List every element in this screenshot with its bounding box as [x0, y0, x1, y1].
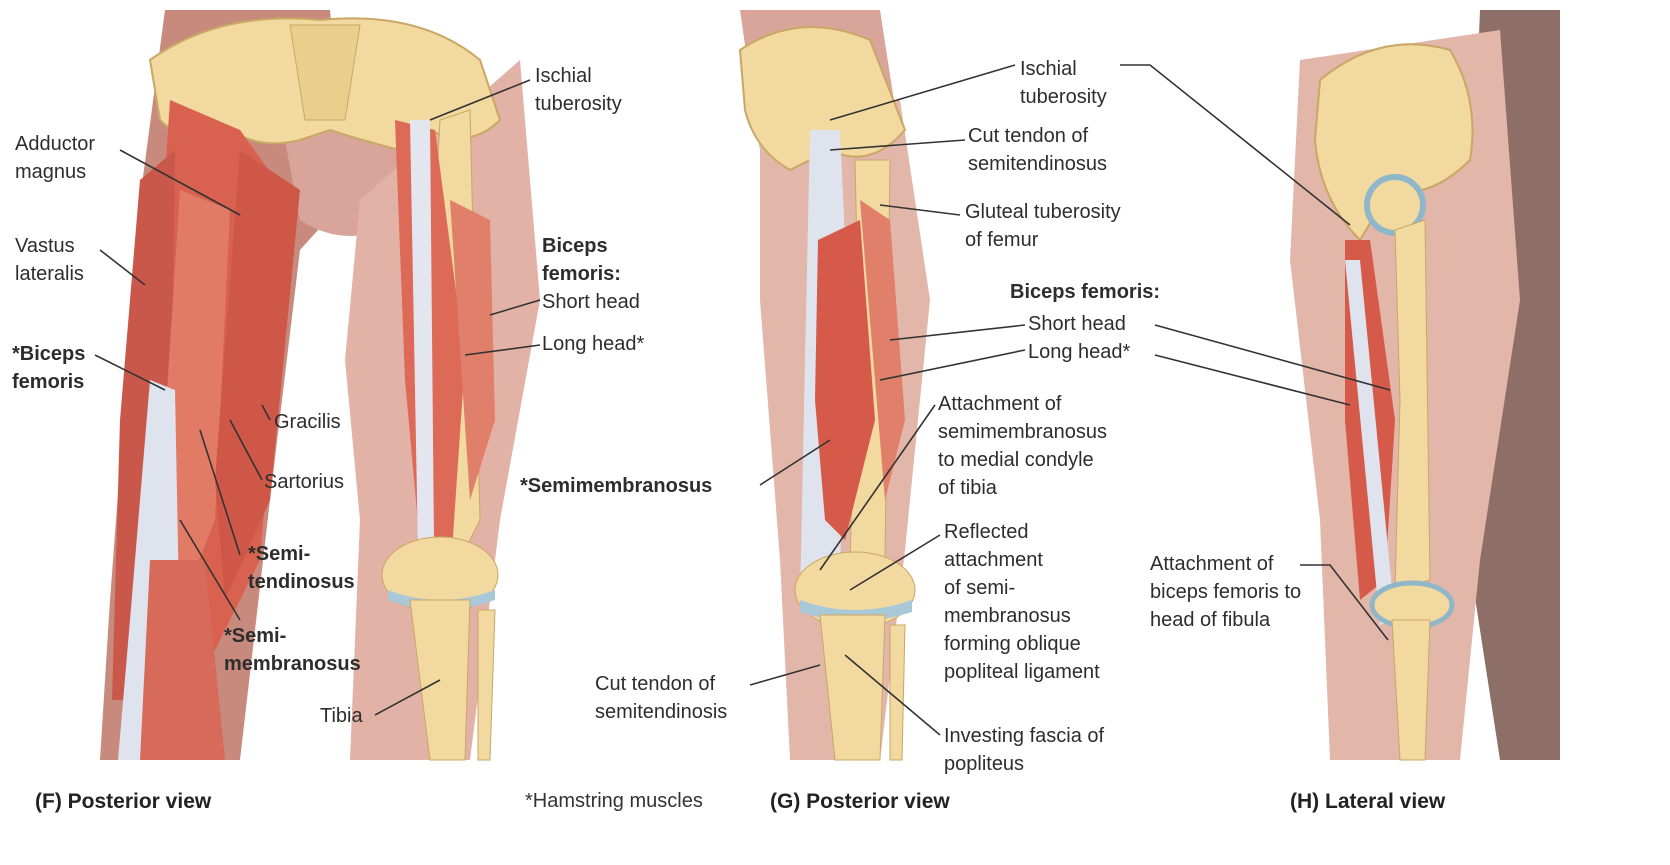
panel-g-illustration [740, 10, 930, 760]
label-semitendinosus: *Semi- tendinosus [248, 540, 355, 596]
label-biceps-heads-title-g: Biceps femoris: [1010, 278, 1160, 306]
label-cut-tendon-semitendinosis: Cut tendon of semitendinosis [595, 670, 727, 726]
label-attachment-semimembranosus: Attachment of semimembranosus to medial … [938, 390, 1107, 502]
fibula-bone-f [478, 610, 495, 760]
label-tibia: Tibia [320, 702, 363, 730]
label-long-head-f: Long head* [542, 330, 644, 358]
label-short-head-f: Short head [542, 288, 640, 316]
label-sartorius: Sartorius [264, 468, 344, 496]
fibula-bone-g [890, 625, 905, 760]
label-long-head-g: Long head* [1028, 338, 1130, 366]
label-semimembranosus-f: *Semi- membranosus [224, 622, 361, 678]
label-ischial-tuberosity-f: Ischial tuberosity [535, 62, 622, 118]
label-short-head-g: Short head [1028, 310, 1126, 338]
label-gracilis: Gracilis [274, 408, 341, 436]
label-biceps-femoris-f: *Biceps femoris [12, 340, 85, 396]
label-semimembranosus-g: *Semimembranosus [520, 472, 712, 500]
label-attachment-biceps-fibula: Attachment of biceps femoris to head of … [1150, 550, 1301, 634]
footnote-hamstring: *Hamstring muscles [525, 790, 703, 813]
caption-panel-g: (G) Posterior view [770, 790, 950, 814]
label-biceps-heads-title-f: Biceps femoris: [542, 232, 621, 288]
label-reflected-attachment: Reflected attachment of semi- membranosu… [944, 518, 1100, 686]
femur-h [1395, 220, 1430, 590]
label-ischial-tuberosity-g: Ischial tuberosity [1020, 55, 1107, 111]
caption-panel-f: (F) Posterior view [35, 790, 211, 814]
label-investing-fascia: Investing fascia of popliteus [944, 722, 1104, 778]
label-cut-tendon-semitendinosus: Cut tendon of semitendinosus [968, 122, 1107, 178]
label-adductor-magnus: Adductor magnus [15, 130, 95, 186]
caption-panel-h: (H) Lateral view [1290, 790, 1445, 814]
panel-h-illustration [1290, 10, 1560, 760]
label-vastus-lateralis: Vastus lateralis [15, 232, 84, 288]
label-gluteal-tuberosity: Gluteal tuberosity of femur [965, 198, 1121, 254]
